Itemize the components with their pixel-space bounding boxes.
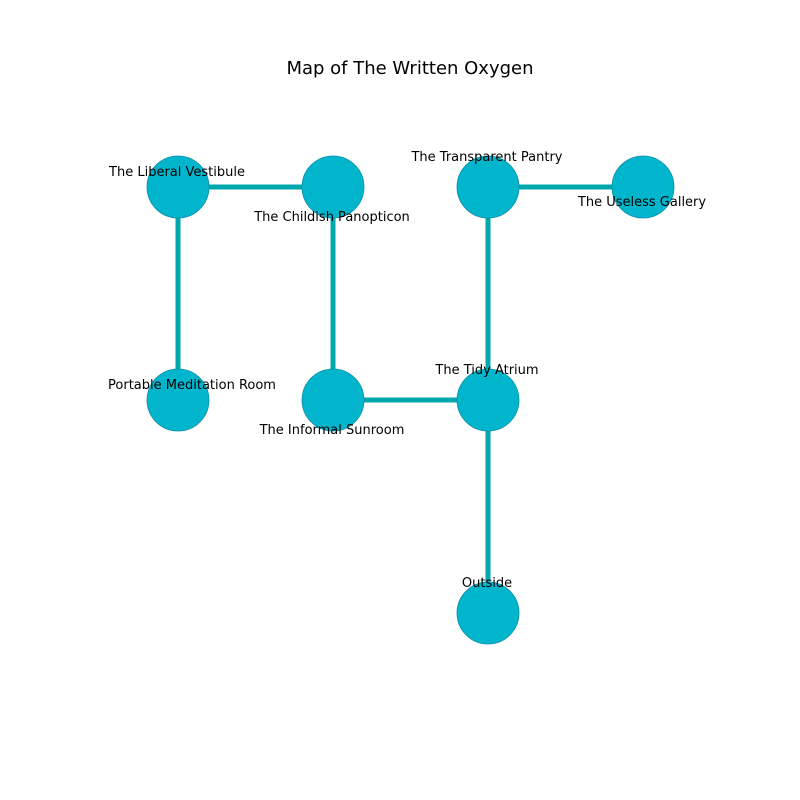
- room-label-tidy-atrium: The Tidy Atrium: [434, 363, 538, 378]
- rooms-layer: [146, 155, 675, 645]
- room-node-portable-meditation-room: [146, 368, 210, 432]
- room-label-portable-meditation-room: Portable Meditation Room: [108, 378, 276, 393]
- room-node-informal-sunroom: [301, 368, 365, 432]
- room-label-liberal-vestibule: The Liberal Vestibule: [108, 165, 245, 180]
- room-node-liberal-vestibule: [146, 155, 210, 219]
- room-node-childish-panopticon: [301, 155, 365, 219]
- connections-layer: [175, 184, 643, 613]
- room-node-transparent-pantry: [456, 155, 520, 219]
- room-label-informal-sunroom: The Informal Sunroom: [259, 423, 405, 438]
- room-label-outside: Outside: [462, 576, 512, 591]
- room-node-useless-gallery: [611, 155, 675, 219]
- map-title: Map of The Written Oxygen: [286, 58, 533, 79]
- room-node-outside: [456, 581, 520, 645]
- room-label-transparent-pantry: The Transparent Pantry: [410, 150, 562, 165]
- room-node-tidy-atrium: [456, 368, 520, 432]
- room-label-useless-gallery: The Useless Gallery: [577, 195, 706, 210]
- room-label-childish-panopticon: The Childish Panopticon: [253, 210, 410, 225]
